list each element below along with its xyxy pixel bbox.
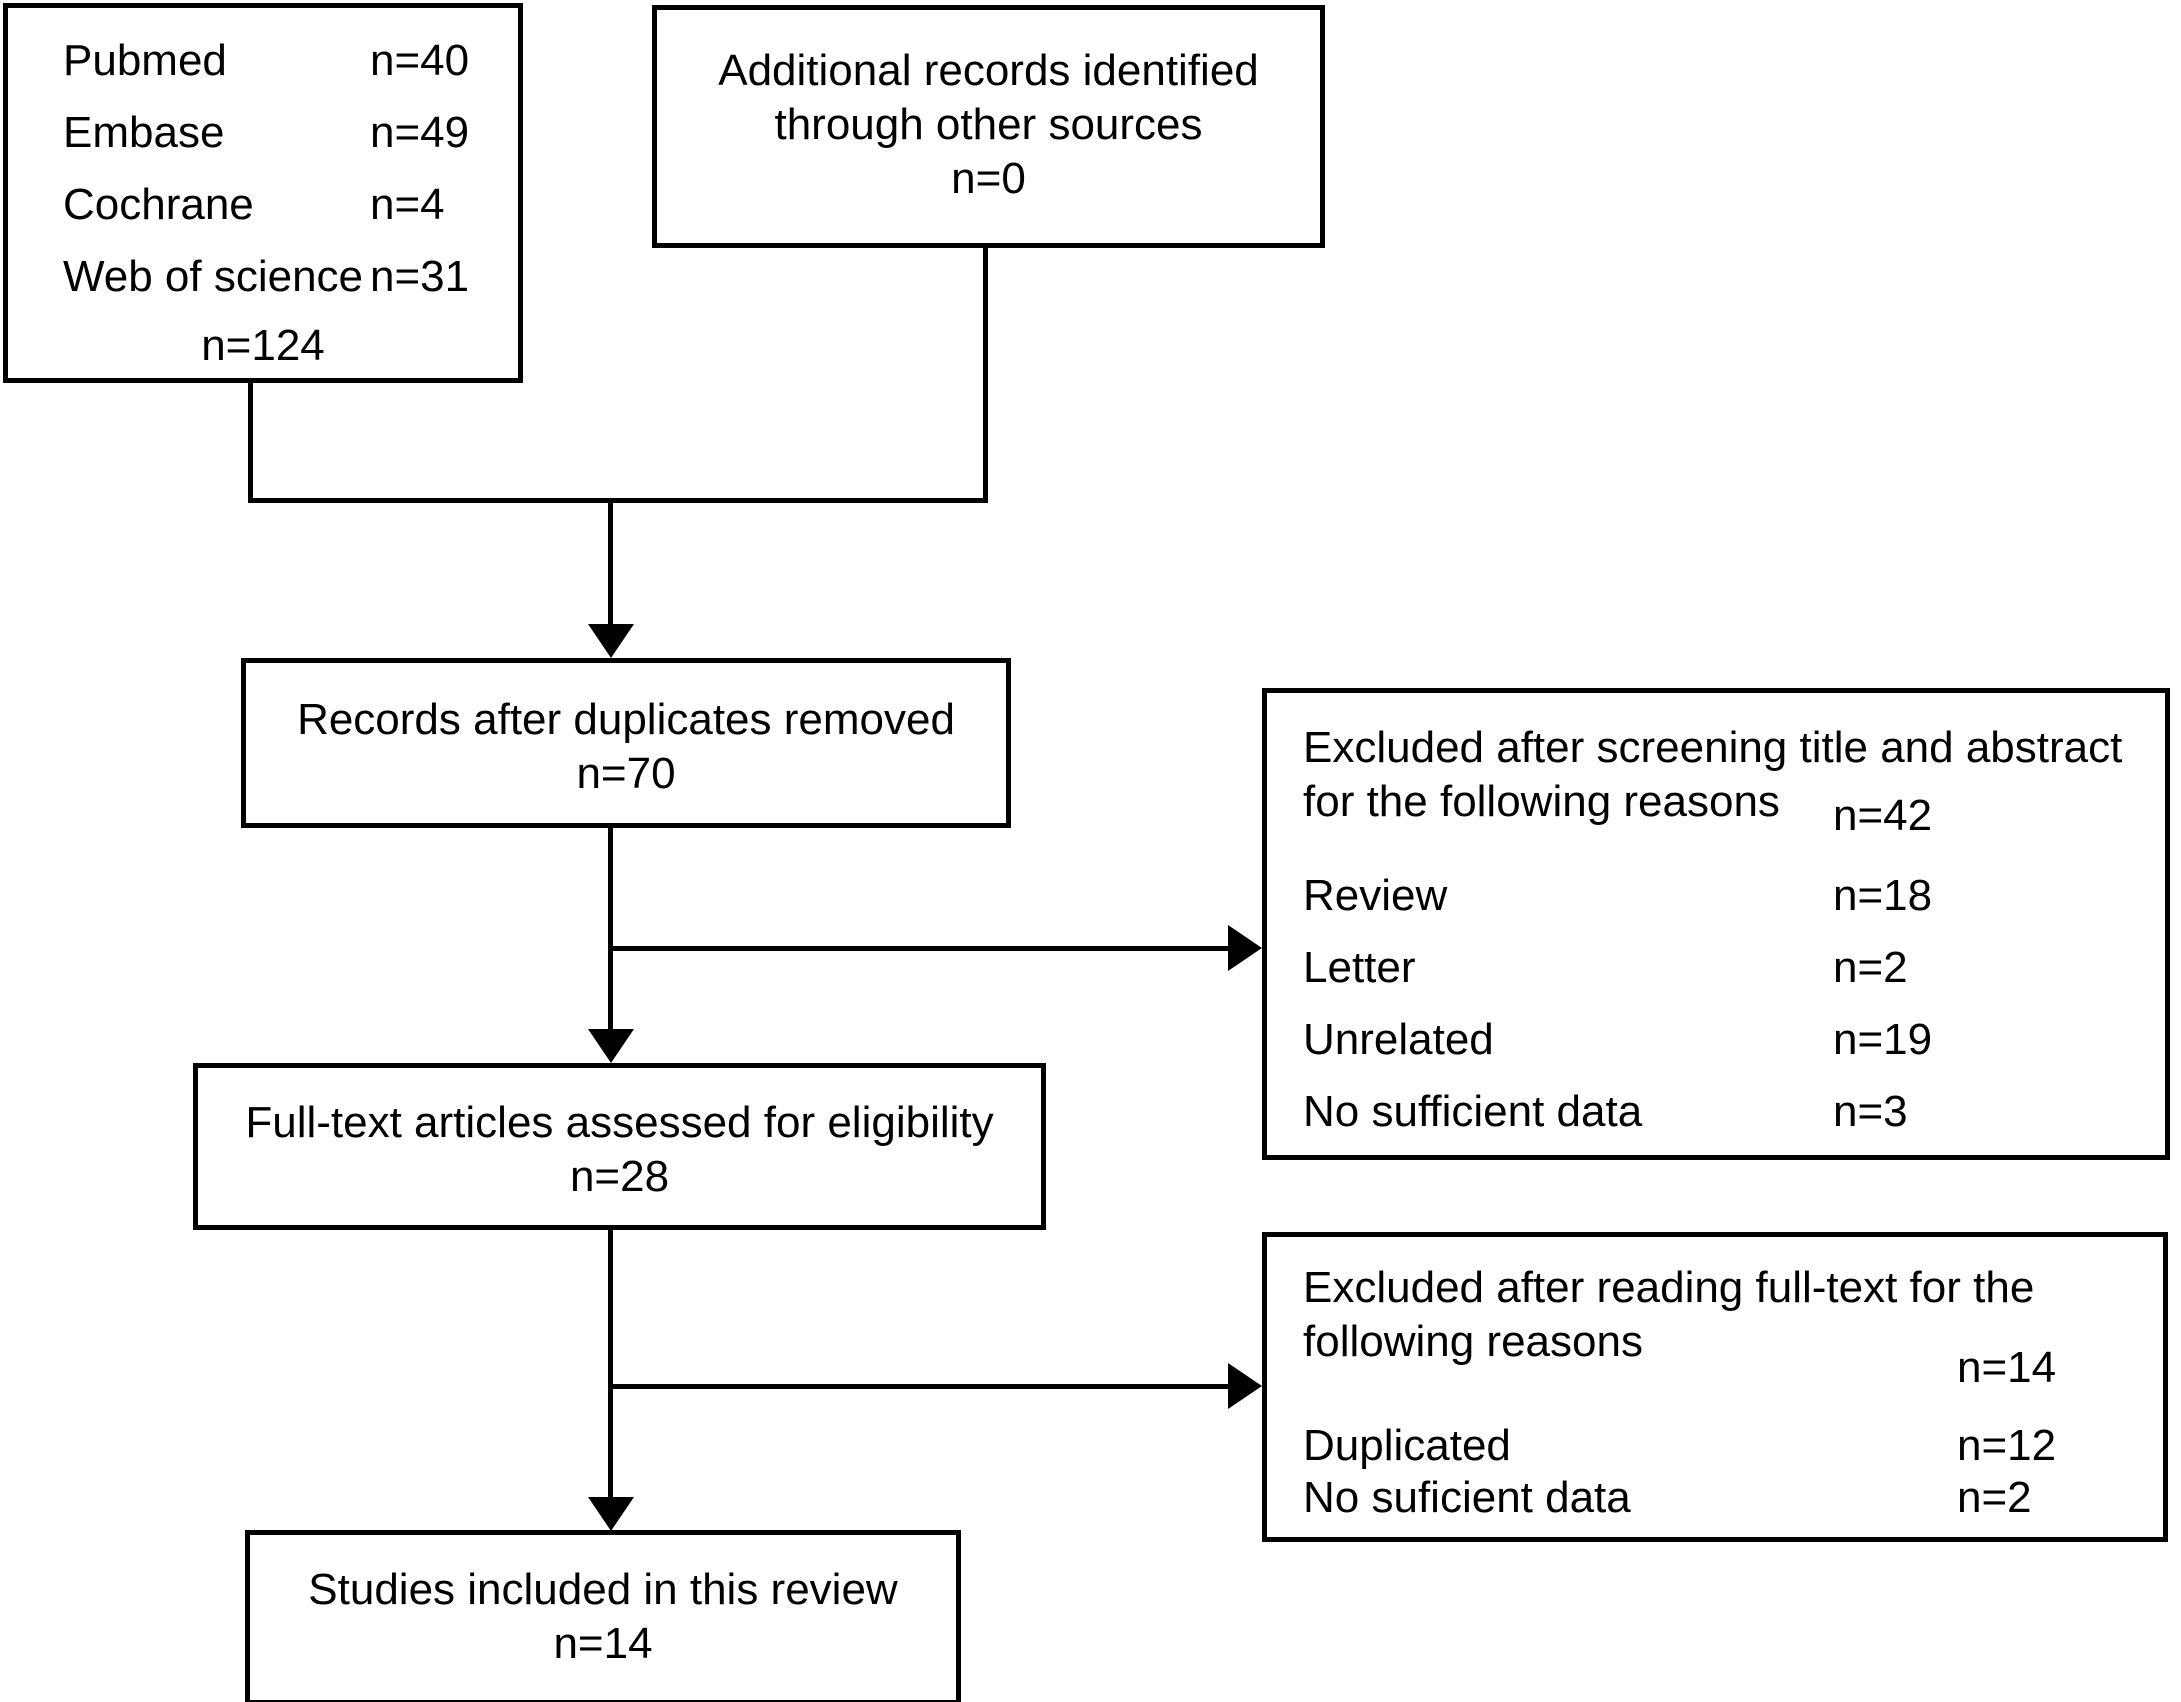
connector-duplicates-to-eligibility — [608, 828, 613, 1031]
eligibility-label: Full-text articles assessed for eligibil… — [245, 1098, 994, 1147]
connector-merge-to-duplicates — [608, 498, 613, 626]
excluded-reason-label-review: Review — [1303, 871, 1448, 920]
source-count-web-of-science: n=31 — [370, 252, 470, 301]
source-label-pubmed: Pubmed — [63, 36, 227, 85]
excluded-reason-count-no-sufficient-data: n=3 — [1833, 1087, 1908, 1136]
duplicates-removed-label: Records after duplicates removed — [297, 695, 955, 744]
additional-records-count: n=0 — [951, 154, 1026, 203]
excluded-reason-count-letter: n=2 — [1833, 943, 1908, 992]
included-box: Studies included in this review n=14 — [245, 1530, 961, 1702]
excluded-fulltext-box: Excluded after reading full-text for the… — [1262, 1232, 2168, 1542]
additional-records-box: Additional records identified through ot… — [652, 5, 1325, 248]
excluded-fulltext-count-no-suficient-data: n=2 — [1957, 1473, 2032, 1522]
arrowhead-to-eligibility-box — [588, 1029, 634, 1063]
excluded-screening-box: Excluded after screening title and abstr… — [1262, 688, 2170, 1160]
duplicates-removed-count: n=70 — [576, 749, 676, 798]
excluded-fulltext-heading-count: n=14 — [1957, 1343, 2057, 1392]
duplicates-removed-box: Records after duplicates removed n=70 — [241, 658, 1011, 828]
excluded-screening-heading-line2: for the following reasons — [1303, 777, 1780, 826]
source-count-cochrane: n=4 — [370, 180, 445, 229]
excluded-fulltext-heading-line2: following reasons — [1303, 1317, 1643, 1366]
connector-to-excluded-screening — [608, 946, 1230, 951]
connector-to-excluded-fulltext — [608, 1384, 1230, 1389]
included-count: n=14 — [553, 1619, 653, 1668]
excluded-screening-heading-line1: Excluded after screening title and abstr… — [1303, 723, 2123, 772]
source-label-cochrane: Cochrane — [63, 180, 254, 229]
additional-records-line2: through other sources — [774, 100, 1203, 149]
excluded-fulltext-label-duplicated: Duplicated — [1303, 1421, 1511, 1470]
source-label-web-of-science: Web of science — [63, 252, 364, 301]
connector-additional-down — [983, 248, 988, 503]
identification-box: Pubmed n=40 Embase n=49 Cochrane n=4 Web… — [3, 3, 523, 383]
eligibility-count: n=28 — [569, 1152, 670, 1201]
identification-total-count: n=124 — [201, 321, 325, 370]
excluded-reason-count-review: n=18 — [1833, 871, 1933, 920]
additional-records-line1: Additional records identified — [718, 46, 1259, 95]
arrowhead-to-included-box — [588, 1497, 634, 1531]
arrowhead-to-excluded-screening-box — [1228, 925, 1262, 971]
source-count-pubmed: n=40 — [370, 36, 470, 85]
connector-merge-bar — [248, 498, 988, 503]
excluded-fulltext-count-duplicated: n=12 — [1957, 1421, 2057, 1470]
excluded-fulltext-heading-line1: Excluded after reading full-text for the — [1303, 1263, 2035, 1312]
excluded-fulltext-label-no-suficient-data: No suficient data — [1303, 1473, 1631, 1522]
source-count-embase: n=49 — [370, 108, 470, 157]
connector-identification-down — [248, 383, 253, 503]
included-label: Studies included in this review — [308, 1565, 898, 1614]
excluded-reason-label-no-sufficient-data: No sufficient data — [1303, 1087, 1643, 1136]
excluded-reason-count-unrelated: n=19 — [1833, 1015, 1933, 1064]
excluded-reason-label-letter: Letter — [1303, 943, 1416, 992]
arrowhead-to-excluded-fulltext-box — [1228, 1363, 1262, 1409]
arrowhead-to-duplicates-box — [588, 624, 634, 658]
connector-eligibility-to-included — [608, 1230, 613, 1500]
source-label-embase: Embase — [63, 108, 225, 157]
excluded-reason-label-unrelated: Unrelated — [1303, 1015, 1494, 1064]
eligibility-box: Full-text articles assessed for eligibil… — [193, 1063, 1046, 1230]
excluded-screening-heading-count: n=42 — [1833, 791, 1933, 840]
